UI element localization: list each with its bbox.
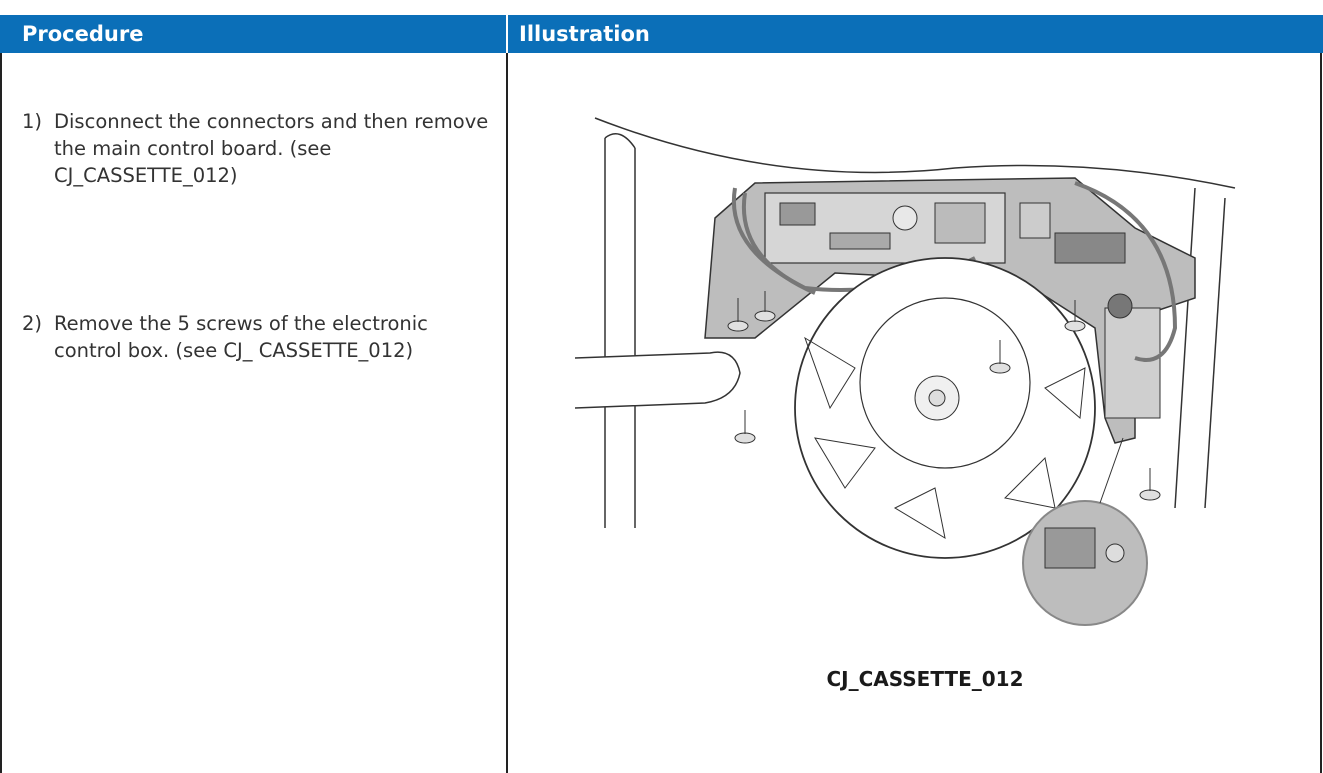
- table-header: Procedure Illustration: [0, 15, 1323, 53]
- table-right-border: [1320, 53, 1322, 773]
- step-text: Disconnect the connectors and then remov…: [54, 110, 489, 187]
- header-divider: [506, 15, 508, 53]
- screw-icon: [727, 298, 749, 332]
- illustration-column-header: Illustration: [519, 22, 650, 46]
- table-column-divider: [506, 53, 508, 773]
- table-left-border: [0, 53, 2, 773]
- step-number: 1): [22, 110, 43, 133]
- procedure-column-header: Procedure: [22, 22, 144, 46]
- screw-icon: [734, 410, 756, 444]
- screw-icon: [989, 340, 1011, 374]
- screw-icon: [754, 291, 776, 322]
- procedure-step-1: 1) Disconnect the connectors and then re…: [22, 108, 492, 189]
- screw-icon: [1139, 468, 1161, 501]
- step-text: Remove the 5 screws of the electronic co…: [54, 312, 428, 362]
- procedure-step-2: 2) Remove the 5 screws of the electronic…: [22, 310, 492, 364]
- screw-icon: [1064, 300, 1086, 332]
- illustration-caption: CJ_CASSETTE_012: [826, 667, 1024, 691]
- cassette-unit-illustration: [575, 117, 1236, 626]
- hand: [575, 351, 741, 409]
- step-number: 2): [22, 312, 43, 335]
